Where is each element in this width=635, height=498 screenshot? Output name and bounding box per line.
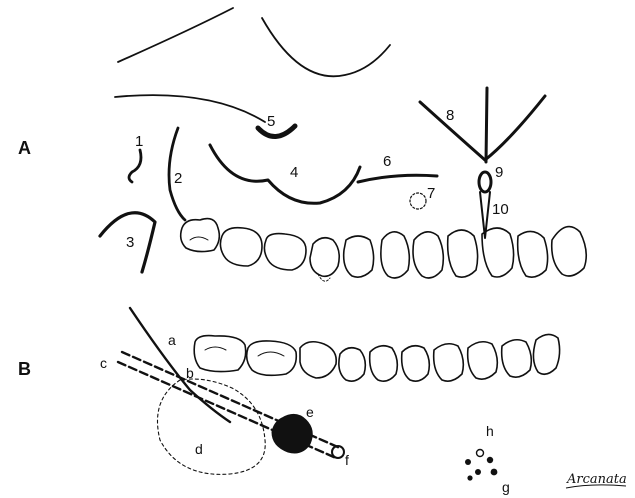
g-dot xyxy=(491,469,498,476)
upper-incisor-1 xyxy=(413,232,443,278)
label-9: 9 xyxy=(495,164,503,181)
label-f: f xyxy=(345,452,349,468)
label-a: a xyxy=(168,332,176,348)
upper-incisor-5 xyxy=(552,227,587,276)
orbit-arc-left xyxy=(118,8,233,62)
label-c: c xyxy=(100,355,107,371)
label-e: e xyxy=(306,404,314,420)
g-dot xyxy=(467,475,472,480)
structure-5-crescent xyxy=(258,126,295,137)
structure-8-stem xyxy=(486,88,487,162)
structure-e-blob xyxy=(272,414,312,453)
structure-7-dashed-circle xyxy=(410,193,426,209)
label-h: h xyxy=(486,423,494,439)
label-3: 3 xyxy=(126,234,134,251)
panel-a xyxy=(100,8,586,281)
lower-molar-1-detail xyxy=(205,347,226,350)
lower-molar-2 xyxy=(247,341,297,375)
panel-b-label: B xyxy=(18,359,31,379)
upper-canine xyxy=(381,232,409,278)
panel-a-label: A xyxy=(18,138,31,158)
upper-premolar-1 xyxy=(310,238,339,277)
orbit-arc-right xyxy=(262,18,390,76)
lower-incisor-2 xyxy=(468,342,498,379)
upper-teeth-row xyxy=(181,219,587,282)
label-d: d xyxy=(195,441,203,457)
structure-h-circle xyxy=(477,450,484,457)
structure-a-line xyxy=(130,308,230,422)
structure-1-line xyxy=(129,150,141,182)
lower-incisor-4 xyxy=(533,334,559,374)
g-dot xyxy=(487,457,493,463)
upper-incisor-3 xyxy=(482,228,514,277)
label-4: 4 xyxy=(290,164,298,181)
upper-premolar-2 xyxy=(344,236,374,277)
label-5: 5 xyxy=(267,113,275,130)
label-8: 8 xyxy=(446,107,454,124)
structure-4-arc xyxy=(210,145,360,203)
lower-premolar-2 xyxy=(370,346,398,381)
structure-6-line xyxy=(358,175,437,182)
structure-8-v-right xyxy=(485,96,545,160)
label-10: 10 xyxy=(492,201,509,218)
label-2: 2 xyxy=(174,170,182,187)
lower-molar-1 xyxy=(194,336,246,372)
label-6: 6 xyxy=(383,153,391,170)
structure-d-dashed-outline xyxy=(158,379,266,474)
g-dot xyxy=(475,469,481,475)
lower-molar-2-detail xyxy=(258,352,284,356)
lower-premolar-1 xyxy=(339,348,365,381)
upper-molar-1-detail xyxy=(190,237,208,240)
upper-molar-1 xyxy=(181,219,220,252)
label-7: 7 xyxy=(427,185,435,202)
structure-g-dots xyxy=(465,457,497,481)
g-dot xyxy=(465,459,471,465)
lower-molar-3 xyxy=(300,342,336,378)
label-1: 1 xyxy=(135,133,143,150)
lower-teeth-row xyxy=(194,334,559,381)
label-b: b xyxy=(186,365,194,381)
upper-molar-2 xyxy=(220,228,262,266)
upper-incisor-2 xyxy=(448,230,478,277)
upper-incisor-4 xyxy=(518,231,548,277)
lower-incisor-1 xyxy=(434,344,464,381)
structure-9-loop xyxy=(479,172,491,192)
lower-incisor-3 xyxy=(502,340,532,377)
lower-canine xyxy=(402,346,430,381)
upper-molar-3 xyxy=(264,234,306,270)
hard-palate-line xyxy=(115,95,265,122)
panel-b xyxy=(118,308,560,481)
label-g: g xyxy=(502,479,510,495)
